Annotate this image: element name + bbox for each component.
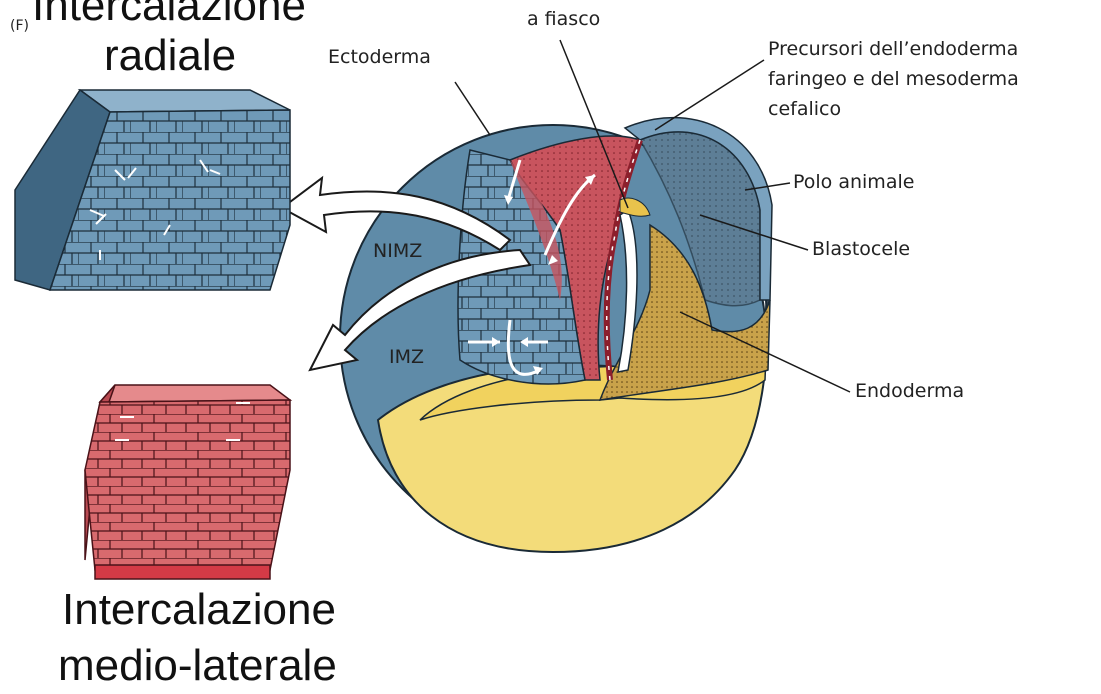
label-precursors-1: Precursori dell’endoderma [768,38,1018,62]
embryo [340,118,772,552]
label-imz: IMZ [389,346,424,370]
panel-letter: (F) [10,18,29,34]
label-ectoderm: Ectoderma [328,46,431,70]
mediolateral-title-line2: medio-laterale [58,644,337,688]
label-nimz: NIMZ [373,240,422,264]
radial-title-line1: Intercalazione [32,0,306,28]
label-animal-pole: Polo animale [793,171,914,195]
label-bottle: a fiasco [527,8,600,32]
radial-intercalation-block [15,90,290,290]
leader-precursors [655,60,764,130]
label-precursors-3: cefalico [768,98,841,122]
label-precursors-2: faringeo e del mesoderma [768,68,1019,92]
mediolateral-intercalation-block [85,385,290,579]
label-endoderm: Endoderma [855,380,964,404]
label-blastocoel: Blastocele [812,238,910,262]
leader-ectoderm [455,82,490,135]
radial-title-line2: radiale [104,34,236,78]
mediolateral-title-line1: Intercalazione [62,588,336,632]
